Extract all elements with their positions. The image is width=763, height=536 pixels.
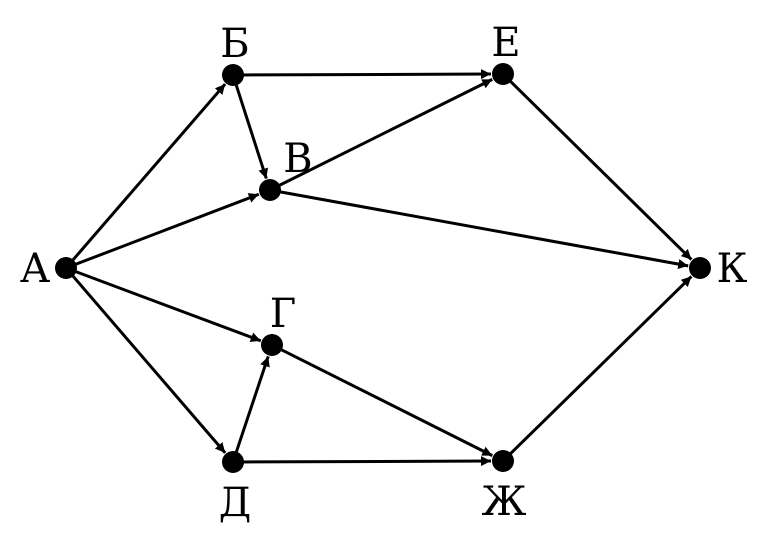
node-A [55,257,77,279]
edge-V-to-K [278,190,689,269]
node-label-V: В [283,136,312,182]
edge-V-to-E [277,78,493,188]
edge-A-to-D [70,273,227,454]
node-E [492,63,514,85]
node-label-Zh: Ж [482,479,527,525]
edge-A-to-B [70,83,227,263]
node-label-K: К [717,246,748,292]
node-label-D: Д [219,480,252,526]
nodes-layer [55,63,711,473]
node-G [261,334,283,356]
edge-D-to-Zh [241,456,492,467]
edge-B-to-E [241,69,492,80]
edge-A-to-V [73,192,260,267]
edge-E-to-K [508,79,693,261]
edge-G-to-Zh [279,347,493,457]
node-Zh [492,450,514,472]
edge-Zh-to-K [508,275,693,456]
node-V [259,179,281,201]
edges-layer [70,69,693,467]
edge-A-to-G [73,269,262,343]
node-label-E: Е [491,20,520,66]
node-label-A: А [20,246,50,292]
node-D [222,451,244,473]
node-label-G: Г [270,291,296,337]
edge-D-to-G [234,355,270,454]
labels-layer: А Б В Г Д Е Ж К [20,20,748,526]
edge-B-to-V [234,83,269,180]
node-B [222,64,244,86]
node-K [689,257,711,279]
node-label-B: Б [220,21,249,67]
